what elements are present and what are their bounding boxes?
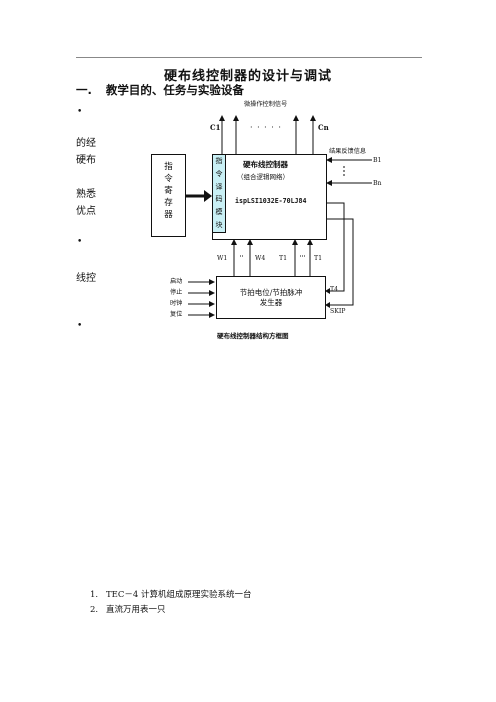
feedback-label: 结果反馈信息	[329, 148, 367, 155]
instruction-decoder-module: 指 令 译 码 模 块	[212, 154, 226, 233]
label-cn: Cn	[318, 123, 329, 132]
text-fragment-1: 的经	[76, 138, 96, 149]
hardwired-controller-box: 硬布线控制器 （组合逻辑网络） ispLSI1032E-70LJ84	[212, 154, 327, 240]
pulse-generator-box: 节拍电位/节拍脉冲 发生器	[216, 276, 326, 319]
equipment-item-2: 2. 直流万用表一只	[90, 605, 166, 615]
decoder-char: 模	[215, 208, 223, 217]
text-fragment-2: 硬布	[76, 155, 96, 166]
input-start-label: 启动	[170, 278, 183, 285]
generator-line-1: 节拍电位/节拍脉冲	[239, 288, 303, 297]
decoder-char: 码	[215, 195, 223, 204]
control-signal-label: 微操作控制信号	[244, 101, 288, 108]
label-bn: Bn	[373, 180, 382, 187]
register-arrowhead	[204, 190, 212, 202]
equipment-text: TEC－4 计算机组成原理实验系统一台	[106, 590, 252, 600]
equipment-text: 直流万用表一只	[106, 605, 166, 615]
text-fragment-4: 优点	[76, 206, 96, 217]
register-char: 器	[164, 210, 173, 220]
decoder-char: 块	[215, 220, 223, 229]
instruction-register-box: 指 令 寄 存 器	[151, 154, 186, 237]
controller-subtitle: （组合逻辑网络）	[237, 173, 289, 181]
controller-title: 硬布线控制器	[243, 160, 288, 169]
equipment-num: 2.	[90, 605, 99, 615]
input-reset-label: 复位	[170, 311, 183, 318]
label-w1: W1	[217, 255, 228, 262]
register-char: 指	[164, 162, 173, 172]
text-fragment-3: 熟悉	[76, 189, 96, 200]
t4-arrowhead	[325, 288, 330, 294]
label-t4: T4	[330, 286, 339, 293]
equipment-item-1: 1. TEC－4 计算机组成原理实验系统一台	[90, 590, 252, 600]
input-clock-label: 时钟	[170, 300, 183, 307]
bullet-2: •	[77, 237, 83, 247]
document-title: 硬布线控制器的设计与调试	[163, 69, 332, 84]
label-b1: B1	[373, 157, 382, 164]
register-char: 令	[164, 174, 173, 184]
section-number: 一.	[76, 83, 92, 97]
label-t1-a: T1	[279, 255, 288, 262]
label-t1-b: T1	[314, 255, 323, 262]
bullet-1: •	[77, 107, 83, 117]
equipment-num: 1.	[90, 590, 99, 600]
chip-model: ispLSI1032E-70LJ84	[235, 197, 307, 205]
section-title: 教学目的、任务与实验设备	[105, 83, 244, 97]
text-fragment-5: 线控	[76, 273, 96, 284]
register-char: 寄	[164, 186, 173, 196]
diagram-caption: 硬布线控制器结构方框图	[217, 332, 289, 340]
register-char: 存	[164, 198, 173, 208]
skip-loop	[327, 218, 354, 306]
generator-line-2: 发生器	[259, 298, 283, 307]
section-heading: 一. 教学目的、任务与实验设备	[76, 82, 244, 98]
decoder-char: 令	[215, 169, 223, 178]
skip-arrowhead	[325, 302, 330, 308]
header-rule	[76, 57, 422, 58]
label-c1: C1	[210, 123, 221, 132]
label-dots: · · · · ·	[250, 123, 282, 132]
label-w4: W4	[255, 255, 266, 262]
decoder-char: 译	[215, 182, 223, 191]
label-skip: SKIP	[330, 308, 346, 315]
bullet-3: •	[77, 321, 83, 331]
input-stop-label: 停止	[170, 289, 183, 296]
t4-loop	[327, 202, 345, 292]
decoder-char: 指	[215, 157, 223, 165]
